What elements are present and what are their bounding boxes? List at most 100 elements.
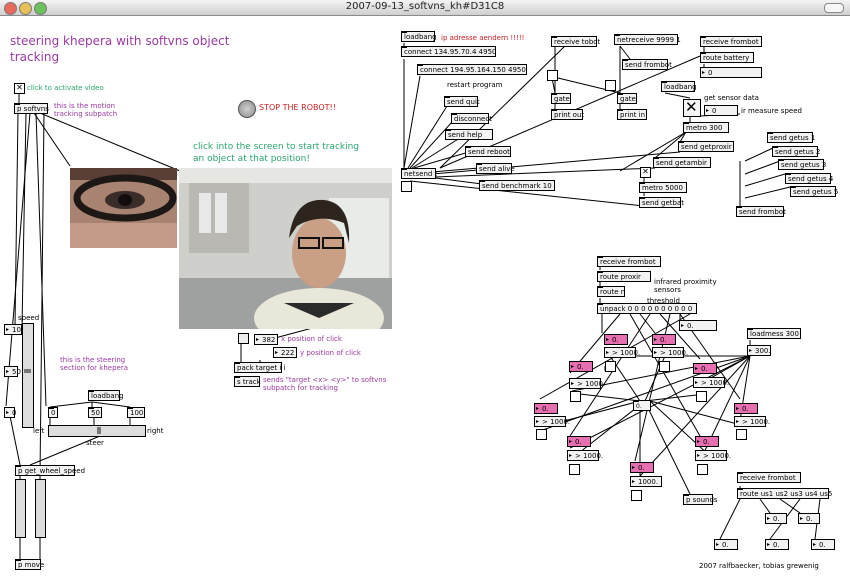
unpack-object[interactable]: unpack 0 0 0 0 0 0 0 0 0 0 <box>597 303 697 314</box>
ir-compare-1[interactable]: > 1000. <box>604 347 640 358</box>
ir-sensor-value-9[interactable]: 0. <box>630 462 654 473</box>
gate-object-2[interactable]: gate <box>617 93 637 104</box>
steering-loadbang[interactable]: loadbang <box>88 390 124 401</box>
close-window-button[interactable] <box>4 2 17 15</box>
netsend-status-toggle[interactable] <box>401 181 412 192</box>
speed-slider[interactable] <box>22 323 34 428</box>
ir-sensor-value-2[interactable]: 0. <box>652 334 676 345</box>
video-display-screen[interactable] <box>179 168 392 329</box>
speed-number-50[interactable]: 50 <box>4 366 21 377</box>
send-quit-message[interactable]: send quit <box>444 96 480 107</box>
ir-sensor-value-7[interactable]: 0. <box>567 436 591 447</box>
y-position-number[interactable]: 222 <box>273 347 297 358</box>
click-bang[interactable] <box>238 333 249 344</box>
route-proxir-object[interactable]: route proxir <box>597 271 651 282</box>
gate-object-1[interactable]: gate <box>551 93 571 104</box>
speed-slider-thumb[interactable] <box>24 369 31 373</box>
sensor-loadbang[interactable]: loadbang <box>661 81 697 92</box>
softvns-subpatch[interactable]: p softvns <box>14 103 49 114</box>
disconnect-message[interactable]: disconnect <box>451 113 492 124</box>
steer-slider[interactable] <box>48 425 146 437</box>
route-battery-object[interactable]: route battery <box>700 52 754 63</box>
connect-message-1[interactable]: connect 134.95.70.4 4950 <box>401 46 496 57</box>
print-in-toggle[interactable] <box>605 80 616 91</box>
ir-speed-number[interactable]: 0 <box>704 105 738 116</box>
send-alive-message[interactable]: send alive <box>476 163 515 174</box>
threshold-number[interactable]: 300. <box>747 345 771 356</box>
speed-number-100[interactable]: 100 <box>4 324 25 335</box>
sounds-subpatch[interactable]: p sounds <box>683 494 718 505</box>
send-benchmark-message[interactable]: send benchmark 10 <box>479 180 555 191</box>
send-reboot-message[interactable]: send reboot <box>465 146 511 157</box>
send-frombot-2-object[interactable]: send frombot <box>736 206 786 217</box>
patcher-canvas[interactable]: steering khepera with softvns object tra… <box>0 16 850 588</box>
speed-number-0[interactable]: 0 <box>4 407 16 418</box>
us-value-1[interactable]: 0. <box>714 539 738 550</box>
send-getbat-message[interactable]: send getbat <box>639 197 684 208</box>
steer-message-50[interactable]: 50 <box>88 407 102 418</box>
move-subpatch[interactable]: p move <box>15 559 44 570</box>
sensor-metro-toggle[interactable] <box>683 98 701 117</box>
zoom-window-button[interactable] <box>34 2 47 15</box>
netreceive-object[interactable]: netreceive 9999 1 <box>614 34 681 45</box>
left-wheel-slider[interactable] <box>15 479 26 538</box>
send-getus-4[interactable]: send getus 4 <box>785 173 833 184</box>
us-value-2[interactable]: 0. <box>765 513 787 524</box>
ir-compare-9[interactable]: 1000. <box>630 476 662 487</box>
right-wheel-slider[interactable] <box>35 479 46 538</box>
send-getus-3[interactable]: send getus 3 <box>778 159 826 170</box>
ir-compare-2[interactable]: > 1000. <box>652 347 688 358</box>
send-getproxir-message[interactable]: send getproxir <box>678 141 734 152</box>
video-toggle[interactable]: ✕ <box>14 83 25 94</box>
us-value-4[interactable]: 0. <box>798 513 820 524</box>
ir-compare-3[interactable]: > 1000. <box>569 378 605 389</box>
ir-sensor-value-1[interactable]: 0. <box>604 334 628 345</box>
us-value-3[interactable]: 0. <box>765 539 789 550</box>
network-loadbang[interactable]: loadbang <box>401 31 437 42</box>
metro-5000-object[interactable]: metro 5000 <box>639 182 687 193</box>
battery-number[interactable]: 0 <box>700 67 762 78</box>
print-in-object[interactable]: print in <box>617 109 647 120</box>
metro-300-object[interactable]: metro 300 <box>683 122 729 133</box>
pack-sensors-object[interactable]: 0. <box>633 400 651 411</box>
send-frombot-object[interactable]: send frombot <box>622 59 672 70</box>
receive-tobot-object[interactable]: receive tobot <box>551 36 600 47</box>
send-track-object[interactable]: s track <box>234 376 261 387</box>
threshold-float-1[interactable]: 0. <box>679 320 717 331</box>
ir-compare-5[interactable]: > 1000. <box>534 416 570 427</box>
x-position-number[interactable]: 382 <box>254 334 278 345</box>
send-help-message[interactable]: send help <box>445 129 493 140</box>
print-out-object[interactable]: print out <box>551 109 584 120</box>
print-out-toggle[interactable] <box>547 70 558 81</box>
route-us-object[interactable]: route us1 us2 us3 us4 us5 <box>737 488 832 499</box>
netsend-object[interactable]: netsend t <box>401 168 437 179</box>
send-getus-5[interactable]: send getus 5 <box>790 186 838 197</box>
steer-slider-thumb[interactable] <box>97 427 101 434</box>
minimize-window-button[interactable] <box>19 2 32 15</box>
loadmess-object[interactable]: loadmess 300 <box>747 328 801 339</box>
receive-frombot-object[interactable]: receive frombot <box>700 36 762 47</box>
steer-message-0[interactable]: 0 <box>48 407 58 418</box>
connect-message-2[interactable]: connect 194.95.164.150 4950 <box>417 64 527 75</box>
ir-sensor-value-6[interactable]: 0. <box>734 403 758 414</box>
ir-sensor-value-5[interactable]: 0. <box>534 403 558 414</box>
battery-metro-toggle[interactable]: ✕ <box>640 167 651 178</box>
send-getambir-message[interactable]: send getambir <box>653 157 711 168</box>
us-receive-frombot[interactable]: receive frombot <box>737 472 801 483</box>
ir-compare-6[interactable]: > 1000. <box>734 416 770 427</box>
ir-sensor-value-3[interactable]: 0. <box>569 361 593 372</box>
steer-message-100[interactable]: 100 <box>127 407 145 418</box>
pack-target-object[interactable]: pack target i i <box>234 362 285 373</box>
ir-compare-4[interactable]: > 1000. <box>693 377 729 388</box>
ir-sensor-value-8[interactable]: 0. <box>695 436 719 447</box>
ir-sensor-value-4[interactable]: 0. <box>693 363 717 374</box>
get-wheel-speed-subpatch[interactable]: p get_wheel_speed <box>15 465 85 476</box>
toolbar-toggle-button[interactable] <box>824 3 844 13</box>
ir-compare-7[interactable]: > 1000. <box>567 450 603 461</box>
stop-robot-button[interactable] <box>238 100 256 118</box>
ir-compare-8[interactable]: > 1000. <box>695 450 731 461</box>
route-n-object[interactable]: route n <box>597 286 625 297</box>
us-value-5[interactable]: 0. <box>811 539 835 550</box>
sensors-receive-frombot[interactable]: receive frombot <box>597 256 661 267</box>
send-getus-2[interactable]: send getus 2 <box>772 146 820 157</box>
